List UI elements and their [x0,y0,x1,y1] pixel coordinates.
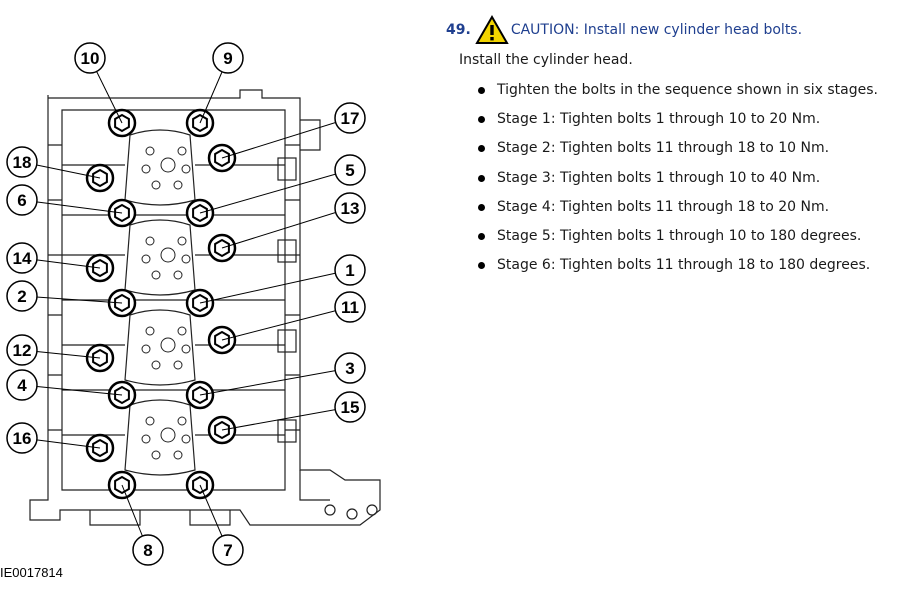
bolt-callout-number: 13 [341,199,360,218]
leader-line [221,207,351,249]
valve-hole [181,164,191,174]
valve-hole [177,416,187,426]
bullet-item: Stage 2: Tighten bolts 11 through 18 to … [476,134,916,163]
bullet-item: Stage 6: Tighten bolts 11 through 18 to … [476,251,916,280]
bolt-callout-number: 11 [341,298,359,317]
leader-line [221,406,351,431]
bolt-callout-4: 4 [6,369,38,401]
bolt-callout-17: 17 [334,102,366,134]
bolt-callout-number: 3 [345,359,354,378]
bolt-callout-13: 13 [334,192,366,224]
bolt-callout-7: 7 [212,534,244,566]
bolt-callout-1: 1 [334,254,366,286]
figure-id: IE0017814 [0,565,63,580]
valve-hole [151,270,161,280]
valve-hole [177,326,187,336]
leader-line [221,306,351,341]
bullet-item: Tighten the bolts in the sequence shown … [476,76,916,105]
valve-hole [141,434,151,444]
valve-hole [145,326,155,336]
bolt-callout-14: 14 [6,242,38,274]
valve-holes [141,146,191,460]
leader-line [21,199,123,214]
bolt-head [107,108,137,138]
bolt-callout-number: 1 [345,261,354,280]
intro-text: Install the cylinder head. [459,52,633,68]
valve-hole [181,434,191,444]
leader-line [21,295,123,304]
bolt-callout-number: 2 [17,287,26,306]
leader-line [199,367,351,396]
bullet-item: Stage 5: Tighten bolts 1 through 10 to 1… [476,222,916,251]
valve-hole [177,146,187,156]
bullet-item: Stage 4: Tighten bolts 11 through 18 to … [476,193,916,222]
valve-hole [145,146,155,156]
leader-line [199,269,351,304]
valve-hole [145,236,155,246]
bolt-callout-number: 9 [223,49,232,68]
bolt-callout-number: 12 [13,341,32,360]
valve-hole [151,360,161,370]
valve-hole [160,427,176,443]
valve-hole [151,180,161,190]
bolt-callout-3: 3 [334,352,366,384]
bolt-callout-15: 15 [334,391,366,423]
bolt-callout-18: 18 [6,146,38,178]
bullet-item: Stage 3: Tighten bolts 1 through 10 to 4… [476,164,916,193]
bolt-callout-16: 16 [6,422,38,454]
valve-hole [173,360,183,370]
valve-hole [173,180,183,190]
bolt-callout-6: 6 [6,184,38,216]
bolt-callout-number: 6 [17,191,26,210]
bolt-callout-number: 14 [13,249,32,268]
valve-hole [173,450,183,460]
bolt-callout-number: 10 [81,49,100,68]
leader-line [21,384,123,396]
valve-hole [181,254,191,264]
valve-hole [145,416,155,426]
instruction-panel: 49. CAUTION: Install new cylinder head b… [446,14,916,280]
valve-hole [151,450,161,460]
bolt-callout-11: 11 [334,291,366,323]
bolt-callout-number: 15 [341,398,360,417]
valve-hole [160,247,176,263]
bolt-callout-number: 7 [223,541,232,560]
bolt-callout-12: 12 [6,334,38,366]
leader-line [199,169,351,214]
bolt-callout-number: 4 [17,376,27,395]
bolt-callout-number: 17 [341,109,360,128]
bolt-callout-number: 16 [13,429,32,448]
bolt-callout-2: 2 [6,280,38,312]
bolt-callout-8: 8 [132,534,164,566]
valve-hole [160,337,176,353]
valve-hole [181,344,191,354]
valve-hole [141,164,151,174]
valve-hole [141,344,151,354]
warning-triangle-icon [475,14,509,45]
bullet-item: Stage 1: Tighten bolts 1 through 10 to 2… [476,105,916,134]
valve-hole [141,254,151,264]
valve-hole [173,270,183,280]
bolt-callout-5: 5 [334,154,366,186]
bolt-callout-number: 5 [345,161,354,180]
bolt-callout-10: 10 [74,42,106,74]
valve-hole [160,157,176,173]
bolt-callout-9: 9 [212,42,244,74]
valve-hole [177,236,187,246]
step-number: 49. [446,22,471,38]
bullet-list: Tighten the bolts in the sequence shown … [476,76,916,280]
step-header: 49. CAUTION: Install new cylinder head b… [446,14,916,46]
leader-line [221,117,351,159]
bolt-heads [85,108,237,500]
bolt-callout-number: 8 [143,541,152,560]
caution-text: CAUTION: Install new cylinder head bolts… [510,22,803,38]
bolt-callout-number: 18 [13,153,32,172]
